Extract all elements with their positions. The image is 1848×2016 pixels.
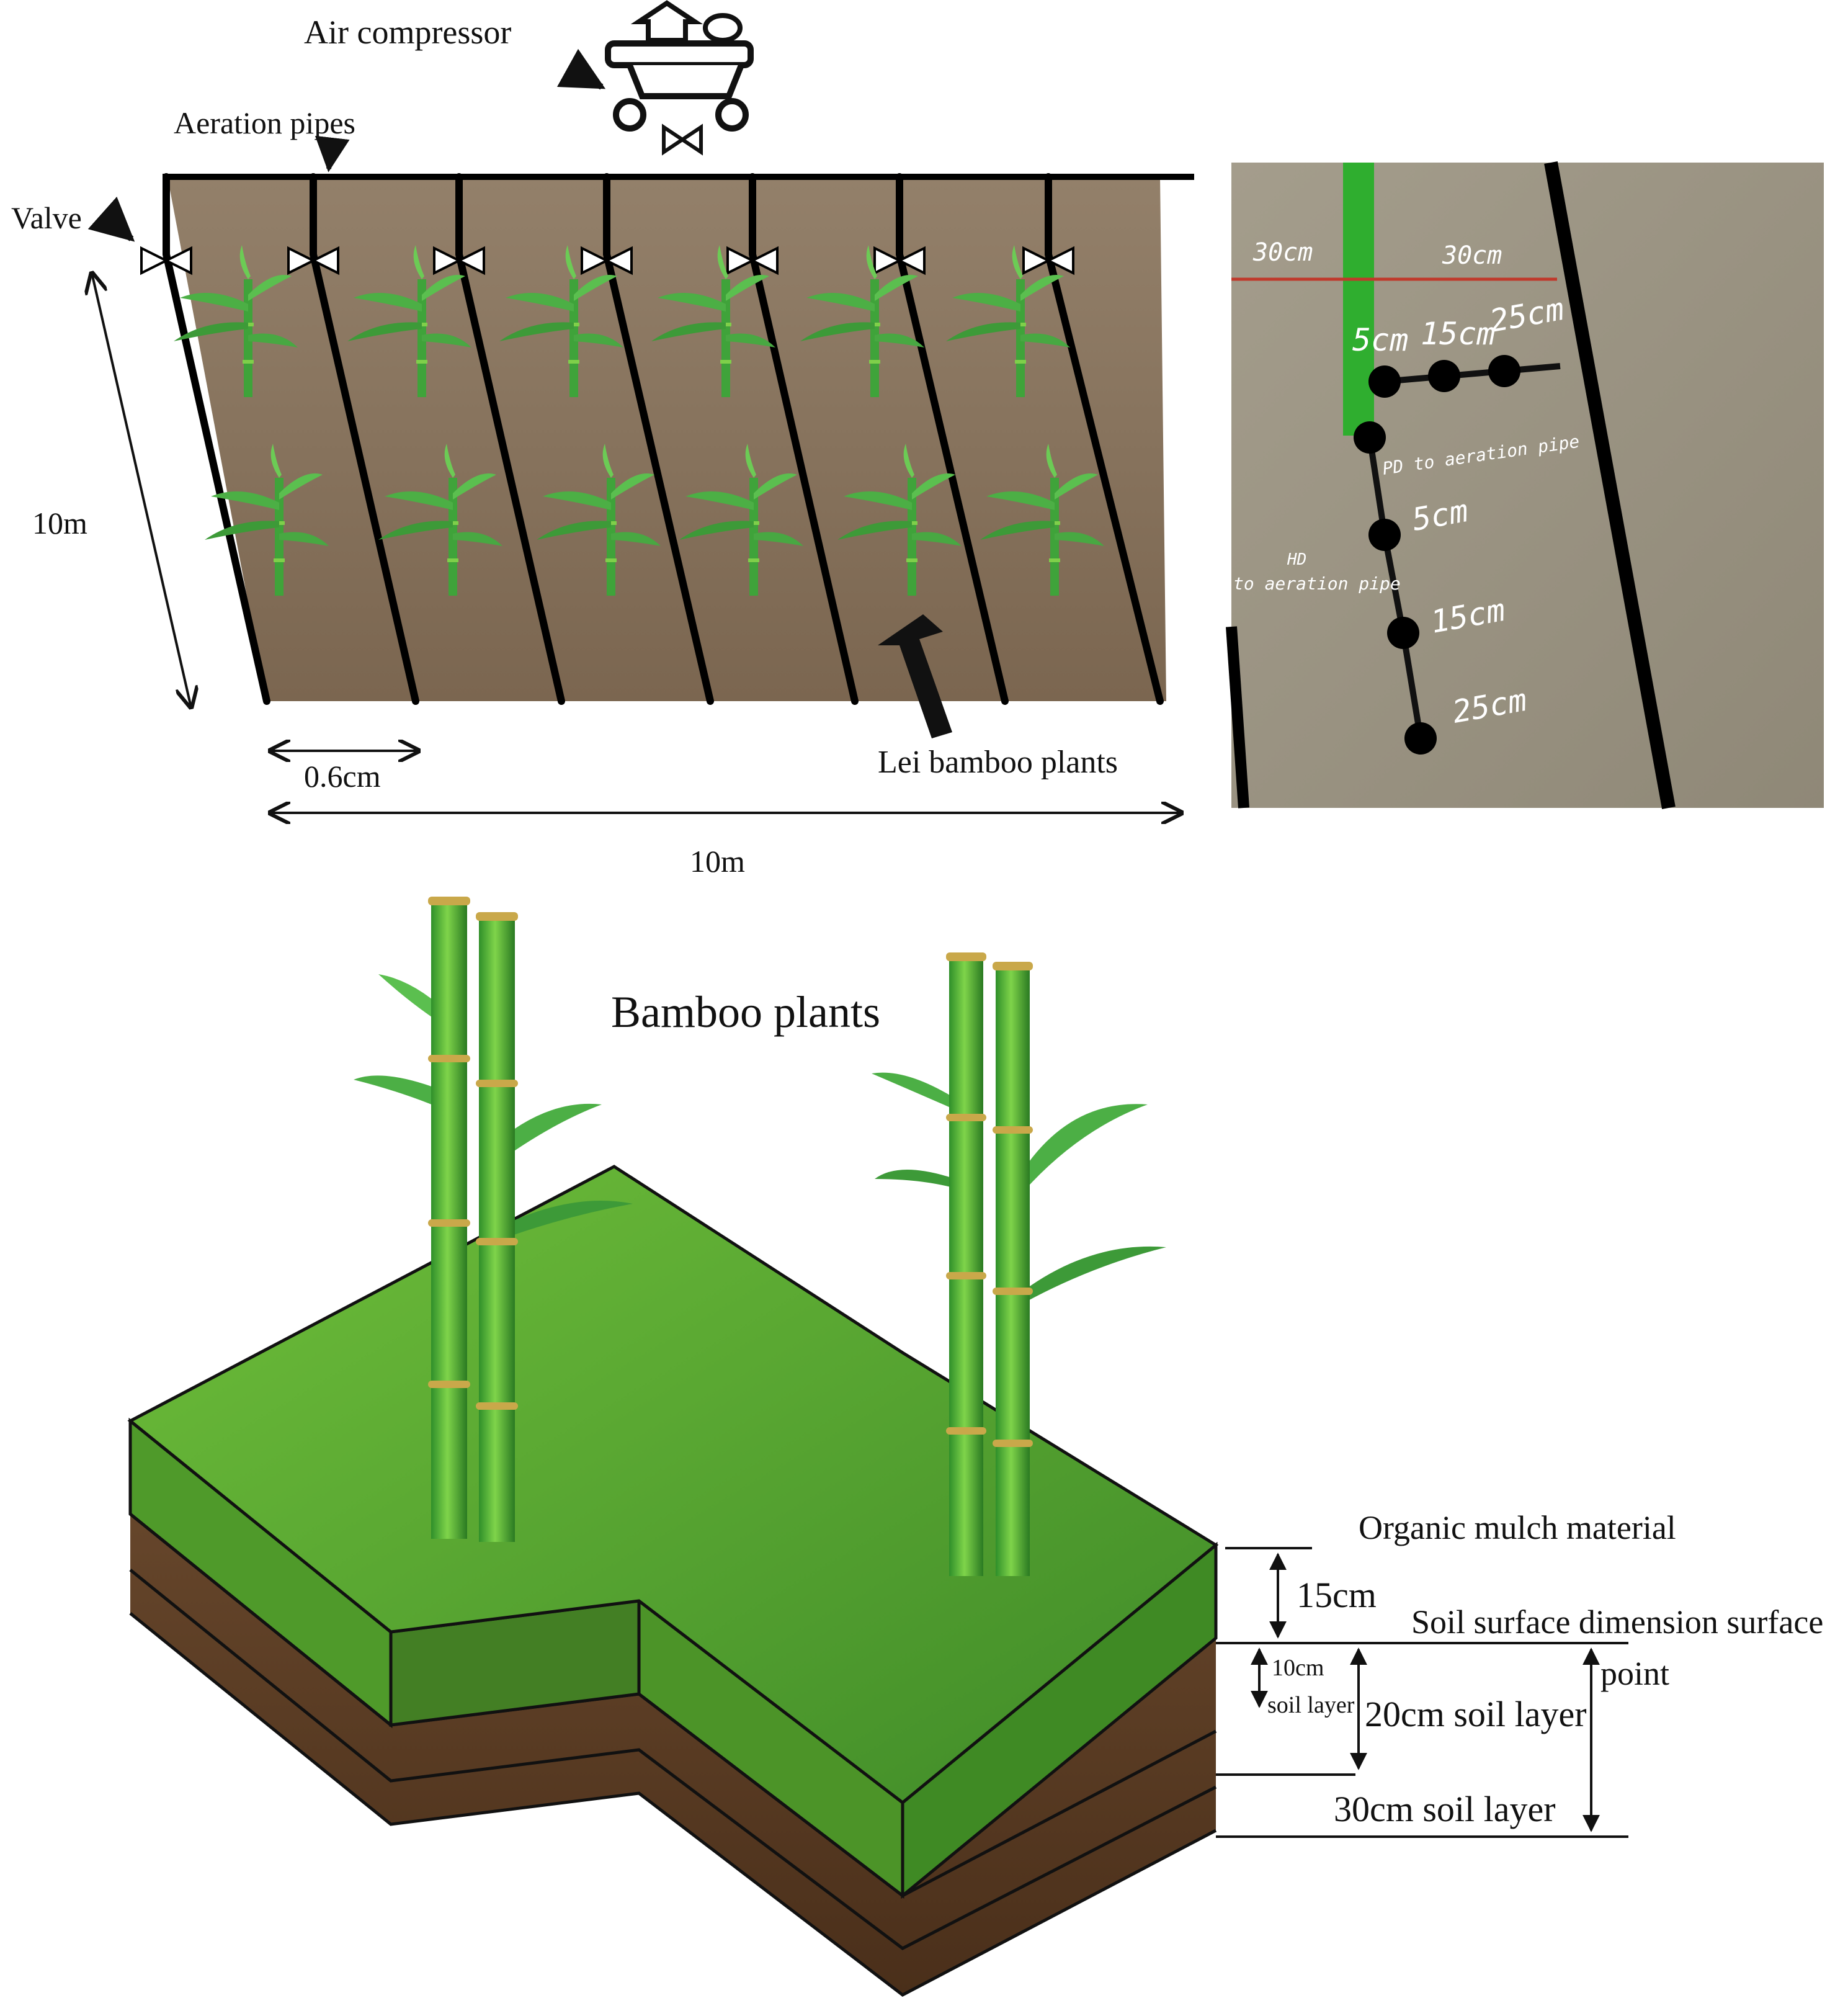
valves: [140, 246, 1074, 276]
photo-pipe-right: [1544, 161, 1676, 809]
layer10-label-b: soil layer: [1267, 1692, 1355, 1718]
bamboo-plants-label: Bamboo plants: [611, 987, 880, 1037]
sampling-photo-panel: 30cm 30cm 5cm 15cm 25cm PD to aeration p…: [1226, 161, 1824, 809]
aeration-pipes-label: Aeration pipes: [174, 105, 355, 140]
aeration-pipes-arrow: [315, 135, 350, 172]
photo-label-hd-2: to aeration pipe: [1233, 573, 1401, 594]
bamboo-clump-left: [354, 897, 633, 1542]
spacing-dimension-label: 0.6cm: [304, 759, 381, 794]
mulch-top-surface: [127, 1165, 1219, 1805]
height-dimension-label: 10m: [32, 506, 87, 540]
photo-point-v25: [1404, 722, 1437, 755]
air-compressor-icon: [605, 0, 754, 156]
aeration-layout-panel: Air compressor Aeration pipes Valve 10m …: [11, 0, 1194, 879]
photo-background: [1231, 163, 1824, 808]
layer30-label: 30cm soil layer: [1334, 1789, 1556, 1829]
photo-label-h5: 5cm: [1352, 322, 1408, 358]
air-compressor-label: Air compressor: [304, 14, 511, 51]
photo-vertical-sampling-line: [1367, 437, 1424, 739]
photo-point-top: [1354, 421, 1386, 454]
mulch-15cm-label: 15cm: [1297, 1575, 1377, 1615]
point-label: point: [1600, 1655, 1669, 1692]
photo-label-left-30: 30cm: [1252, 238, 1313, 267]
soil-block-diagram: Bamboo plants Organic mulch material 15c…: [127, 897, 1823, 1997]
photo-horizontal-sampling-line: [1383, 363, 1561, 385]
valve-arrow: [87, 196, 135, 242]
photo-point-h5: [1368, 365, 1401, 398]
compressor-arrow: [556, 48, 606, 90]
width-dimension-label: 10m: [690, 844, 745, 879]
photo-point-h15: [1428, 360, 1460, 392]
photo-point-h25: [1488, 355, 1520, 387]
aeration-pipe-drops: [163, 173, 1164, 705]
lei-bamboo-arrow: [878, 614, 952, 738]
height-dimension-line: [92, 273, 191, 707]
photo-pipe-left: [1226, 626, 1249, 809]
photo-point-v15: [1387, 617, 1419, 649]
photo-label-hd-1: HD: [1287, 550, 1306, 569]
photo-label-h15: 15cm: [1421, 316, 1495, 352]
layer-dimensions: [1216, 1547, 1628, 1838]
organic-mulch-label: Organic mulch material: [1359, 1509, 1676, 1546]
layer10-label-a: 10cm: [1272, 1655, 1324, 1681]
soil-surface-label: Soil surface dimension surface: [1411, 1603, 1823, 1641]
bamboo-clump-right: [872, 952, 1166, 1576]
lei-bamboo-label: Lei bamboo plants: [878, 745, 1118, 780]
photo-label-right-30: 30cm: [1442, 241, 1502, 270]
valve-label: Valve: [11, 200, 82, 235]
layer20-label: 20cm soil layer: [1365, 1694, 1587, 1734]
photo-point-v5: [1368, 519, 1401, 551]
photo-bamboo-column: [1343, 163, 1374, 436]
